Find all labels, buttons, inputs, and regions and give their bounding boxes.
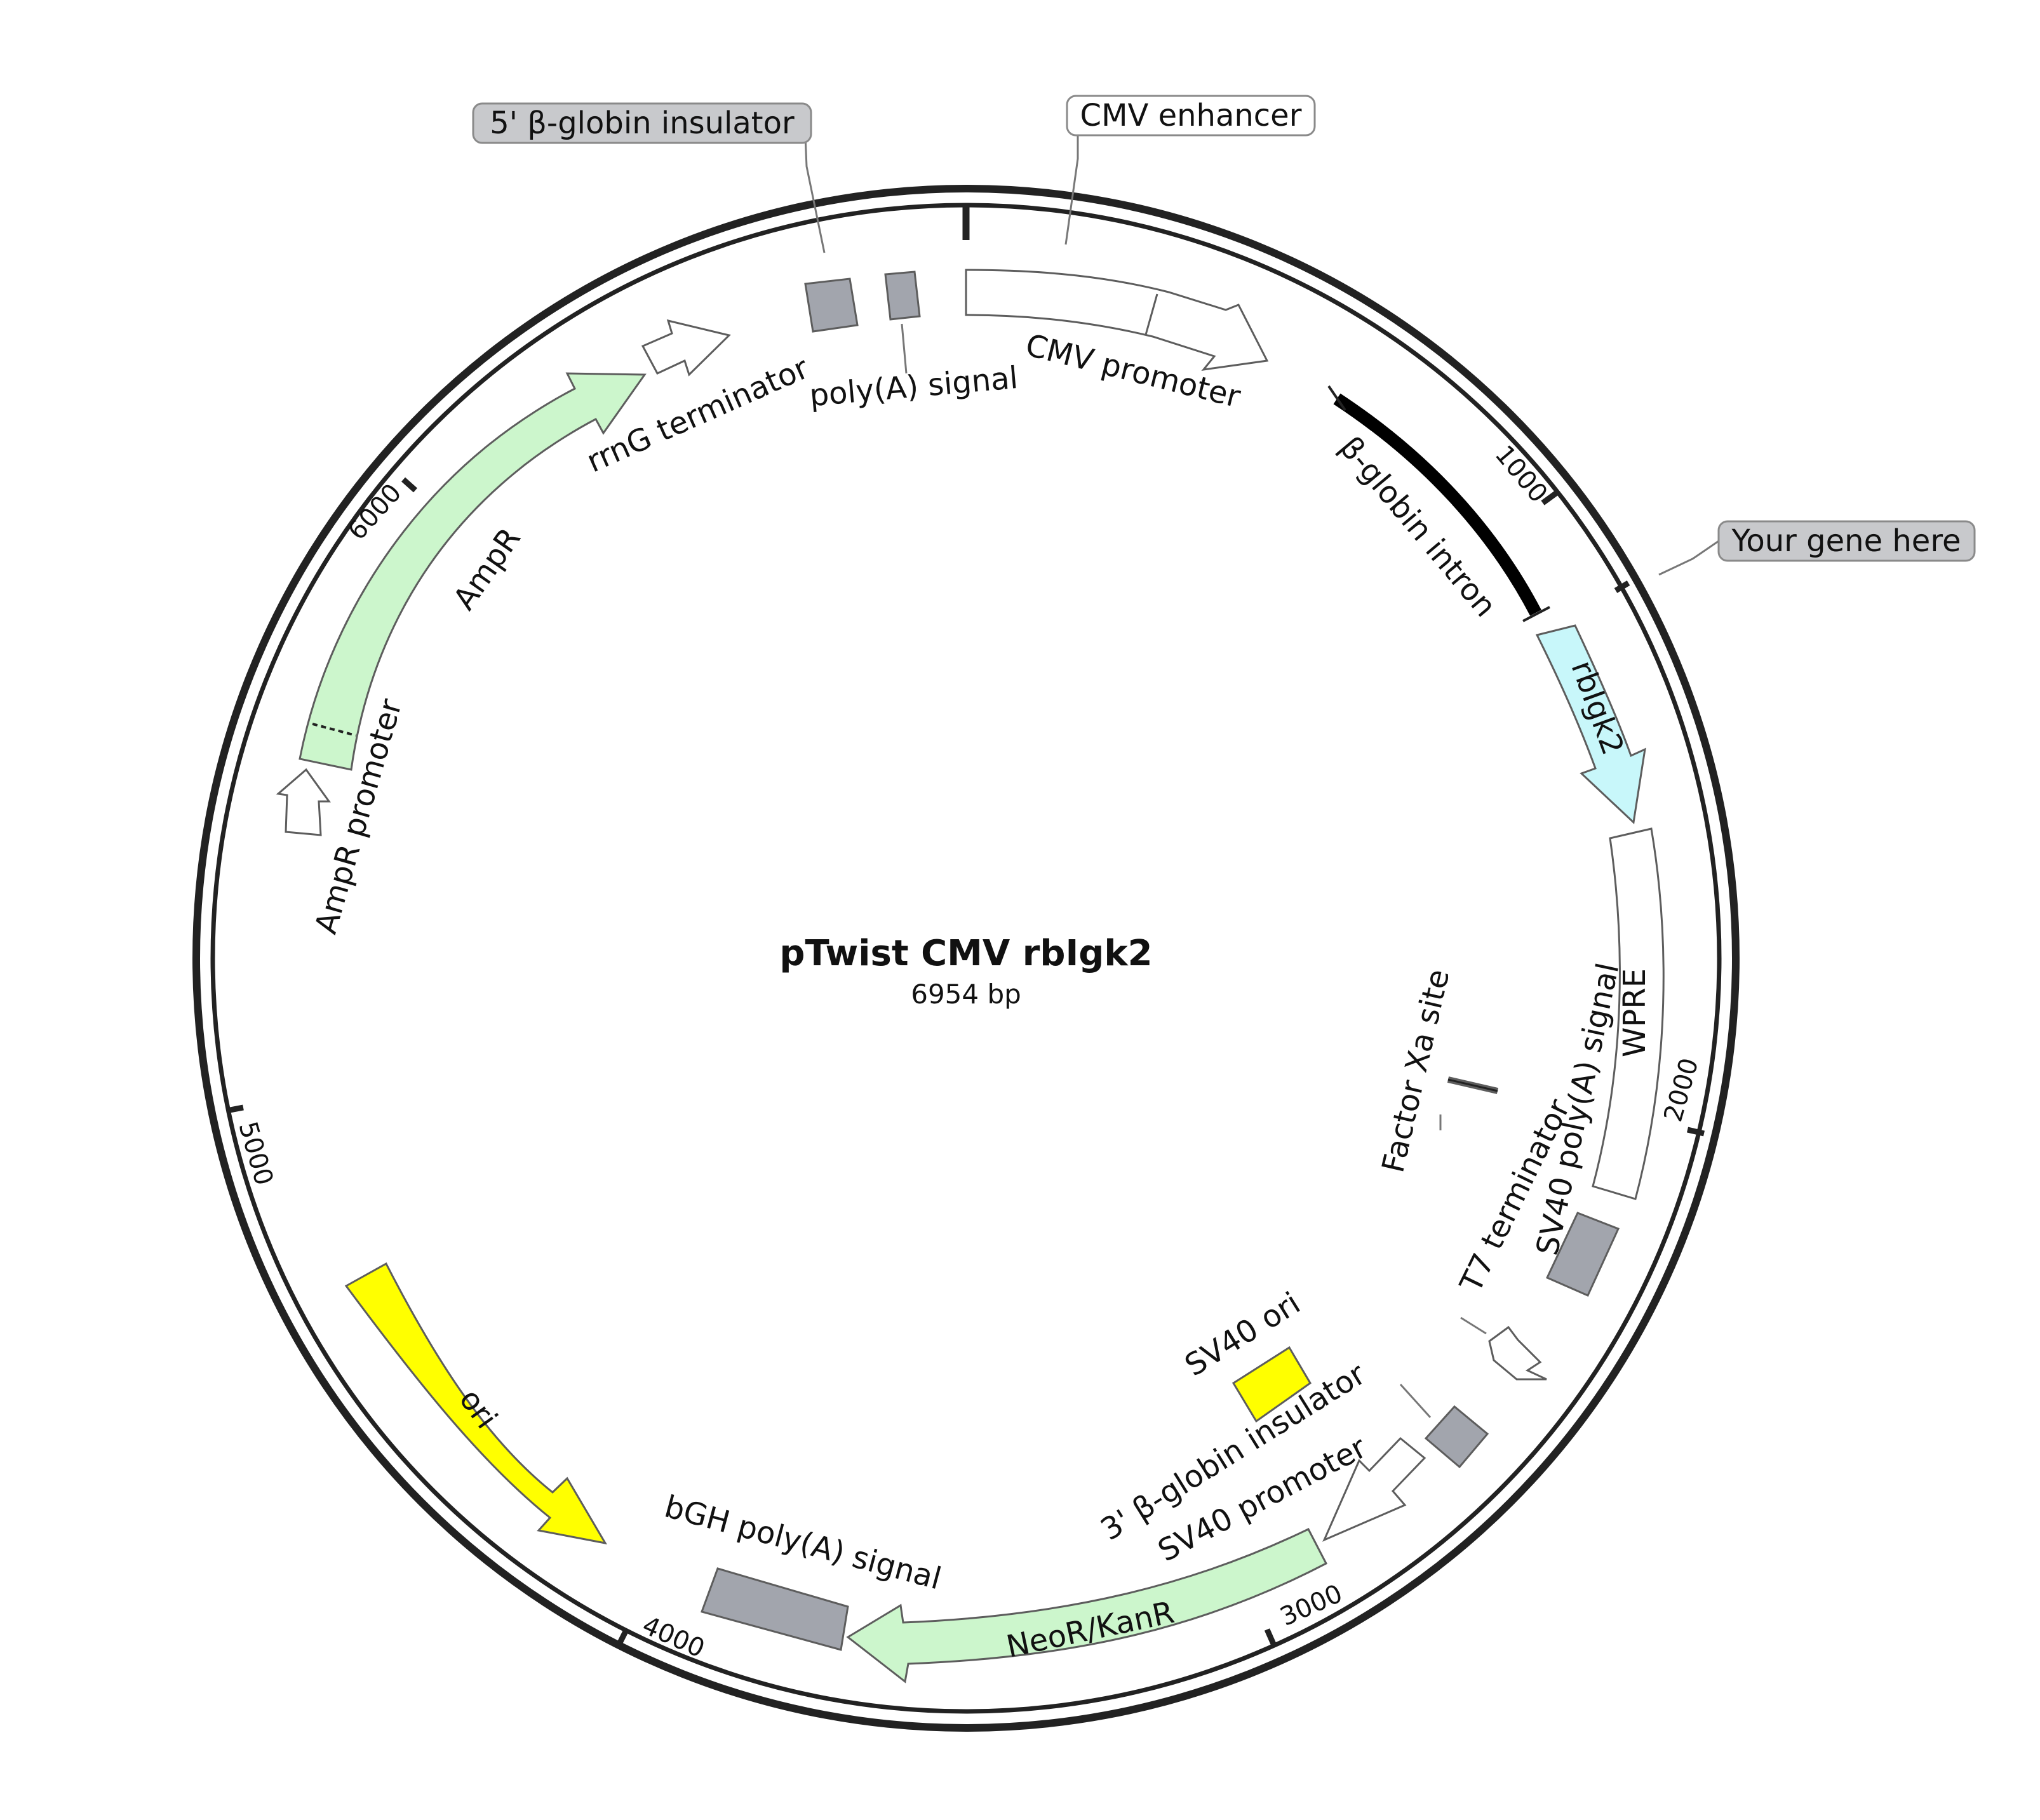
tick-labels: 1000 2000 3000 4000 5000 6000 [232, 440, 1704, 1664]
tick-mark-3000 [1264, 1628, 1277, 1647]
feature-bgh-polya-signal[interactable] [701, 1567, 849, 1651]
tick-mark-4000 [616, 1627, 630, 1646]
label-factor-xa-site: Factor Xa site [1375, 966, 1456, 1176]
feature-3-beta-globin-insulator[interactable] [1424, 1405, 1489, 1469]
leader-5-beta-globin-insulator [804, 136, 826, 253]
leader-t7-terminator [1460, 1316, 1487, 1335]
feature-sv40-promoter[interactable] [1322, 1436, 1426, 1542]
callout-cmv-enhancer[interactable]: CMV enhancer [1066, 95, 1316, 137]
feature-rrng-terminator[interactable] [641, 319, 731, 377]
feature-polya-signal[interactable] [884, 271, 921, 321]
label-polya-signal: poly(A) signal [808, 360, 1019, 413]
label-ampr: AmpR [446, 521, 528, 617]
leader-cmv-enhancer [1064, 130, 1079, 245]
plasmid-size: 6954 bp [911, 979, 1021, 1010]
callout-label-your-gene-here: Your gene here [1731, 523, 1961, 559]
tick-mark-1000 [1541, 490, 1559, 505]
feature-sv40-polya-signal[interactable] [1545, 1212, 1620, 1297]
leader-3-beta-globin-insulator [1399, 1383, 1432, 1419]
factor-xa-site-core [1447, 1078, 1498, 1092]
leader-polya-signal [901, 323, 908, 374]
leader-your-gene-here [1658, 540, 1719, 576]
callout-5-beta-globin-insulator[interactable]: 5' β-globin insulator [472, 102, 812, 144]
tick-marks [226, 203, 1705, 1647]
tick-label-3000: 3000 [1276, 1579, 1347, 1631]
feature-5-beta-globin-insulator[interactable] [804, 278, 859, 333]
feature-wpre[interactable] [1592, 827, 1665, 1200]
callout-box-cmv-enhancer [1066, 95, 1316, 137]
callout-box-5-beta-globin-insulator [472, 102, 812, 144]
tick-mark-6000 [401, 477, 418, 493]
label-wpre: WPRE [1617, 968, 1653, 1057]
feature-beta-globin-intron[interactable] [1333, 393, 1541, 616]
callout-your-gene-here[interactable]: Your gene here [1717, 520, 1976, 562]
cmv-enhancer-divider [1144, 293, 1158, 335]
feature-cmv-promoter[interactable] [965, 269, 1269, 371]
feature-ampr-promoter[interactable] [276, 768, 331, 836]
feature-sv40-ori[interactable] [1231, 1346, 1312, 1423]
feature-rbigk2[interactable] [1535, 624, 1646, 825]
tick-mark-5000 [226, 1104, 244, 1114]
callout-box-your-gene-here [1717, 520, 1976, 562]
tick-mark-2000 [1686, 1127, 1705, 1137]
tick-label-2000: 2000 [1658, 1055, 1704, 1125]
plasmid-name: pTwist CMV rbIgk2 [779, 933, 1152, 974]
intron-end-bar-start [1327, 385, 1346, 412]
map-title-group: pTwist CMV rbIgk2 6954 bp [779, 933, 1152, 1010]
feature-ori[interactable] [344, 1262, 607, 1545]
callout-label-cmv-enhancer: CMV enhancer [1080, 98, 1302, 133]
leader-lines [804, 130, 1719, 1419]
callout-label-5-beta-globin-insulator: 5' β-globin insulator [490, 105, 795, 141]
label-bgh-polya-signal: bGH poly(A) signal [661, 1489, 944, 1597]
intron-end-bar-end [1522, 606, 1550, 622]
feature-neor-kanr[interactable] [846, 1528, 1328, 1683]
backbone-outer-ring [192, 185, 1740, 1732]
feature-t7-terminator[interactable] [1488, 1325, 1547, 1381]
ampr-promoter-overlap-divider [312, 723, 356, 737]
tick-mark-gene [1614, 580, 1630, 593]
